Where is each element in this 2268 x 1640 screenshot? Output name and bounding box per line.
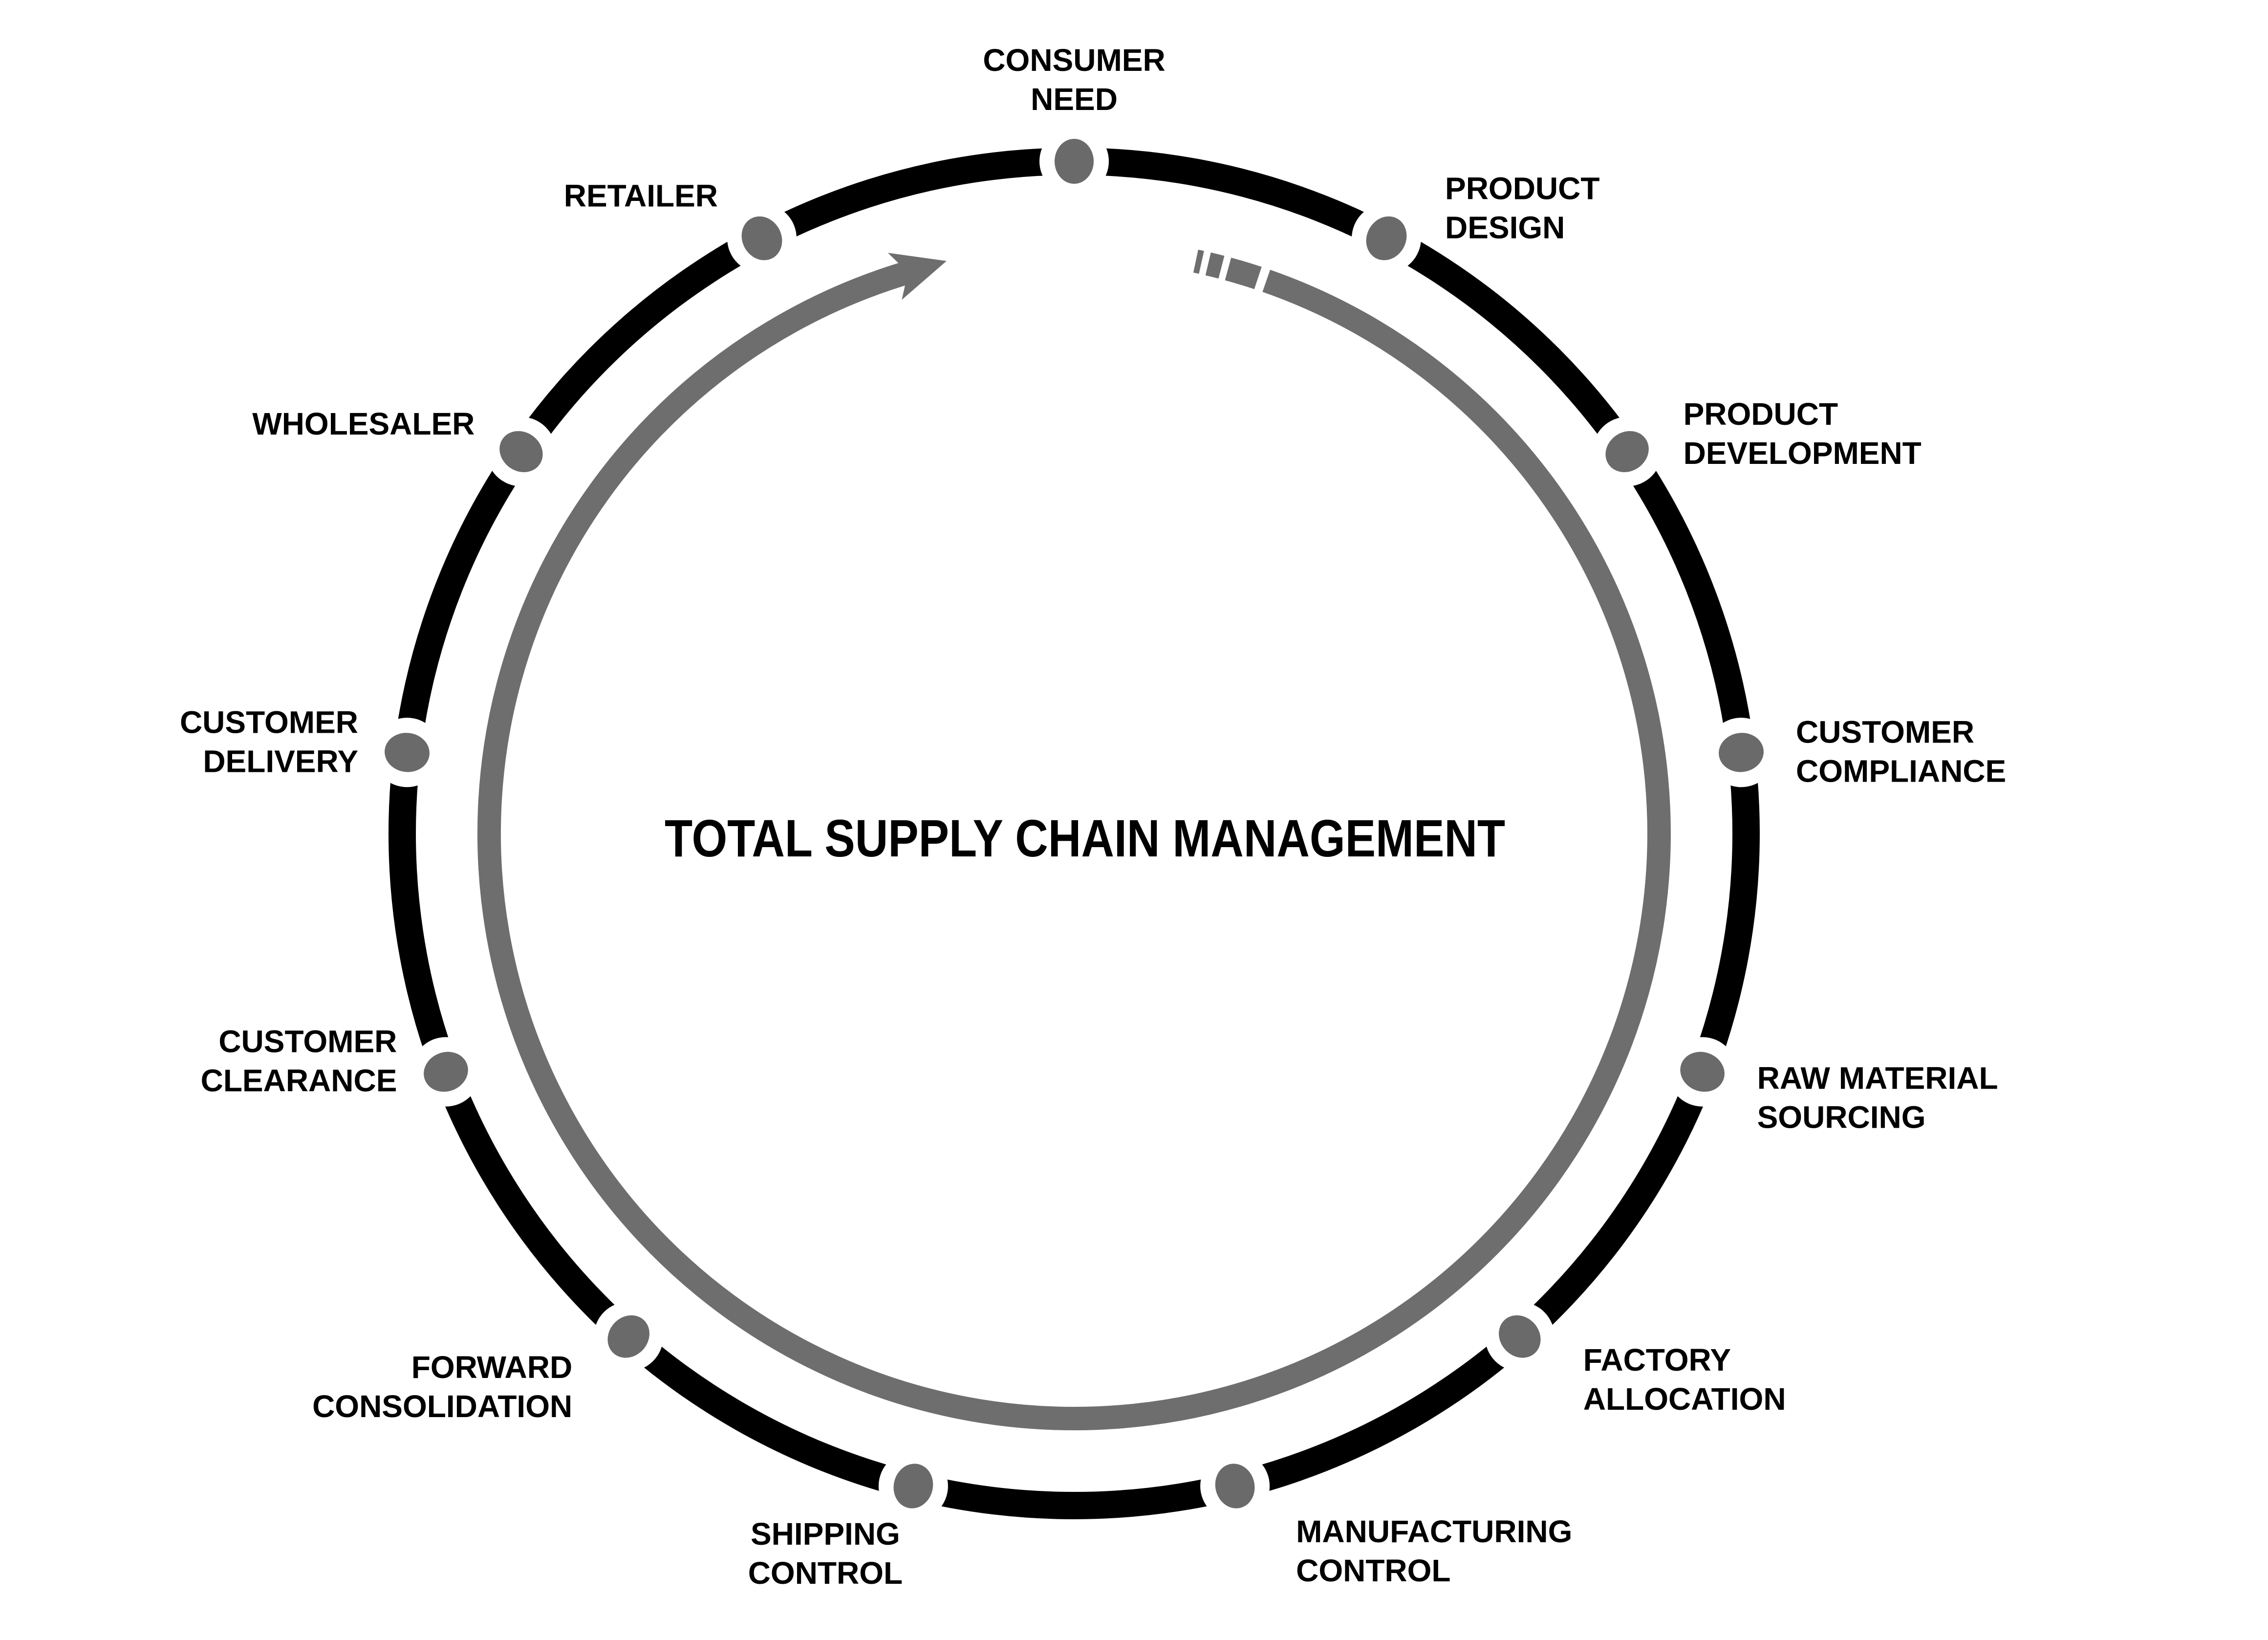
node-dot-raw-material-sourcing [1680,1051,1725,1092]
ring-gap-cutters [372,127,1776,1521]
node-dot-consumer-need [1055,139,1094,184]
node-label-line: PRODUCT [1684,396,1838,432]
node-label-line: CUSTOMER [218,1024,397,1059]
node-label-line: MANUFACTURING [1296,1514,1572,1549]
node-dot-shipping-control [893,1464,933,1509]
node-label-retailer: RETAILER [564,178,718,214]
node-label-line: NEED [1031,82,1118,117]
node-dot-wholesaler [499,431,543,472]
node-label-line: ALLOCATION [1583,1381,1786,1417]
node-label-line: DESIGN [1445,210,1565,245]
node-label-line: RETAILER [564,178,718,214]
diagram-title: TOTAL SUPPLY CHAIN MANAGEMENT [665,809,1505,868]
node-dot-customer-delivery [385,733,430,772]
node-label-product-design: PRODUCT DESIGN [1445,171,1599,245]
node-dot-forward-consolidation [607,1315,649,1358]
node-label-consumer-need: CONSUMER NEED [983,43,1165,117]
node-label-customer-clearance: CUSTOMER CLEARANCE [201,1024,397,1098]
node-label-line: CONSOLIDATION [312,1389,572,1424]
node-dots [385,139,1764,1509]
node-label-line: CONTROL [1296,1553,1450,1588]
node-label-line: SHIPPING [751,1516,900,1552]
node-labels: CONSUMER NEED PRODUCT DESIGN PRODUCT DEVELOPM… [180,43,2006,1591]
node-label-line: COMPLIANCE [1796,753,2006,788]
node-dot-customer-clearance [424,1051,468,1092]
node-label-line: DEVELOPMENT [1684,436,1922,471]
node-label-line: CLEARANCE [201,1063,397,1098]
node-label-line: CONTROL [748,1555,903,1591]
node-label-product-development: PRODUCT DEVELOPMENT [1684,396,1922,471]
node-label-wholesaler: WHOLESALER [252,406,475,441]
node-label-line: CUSTOMER [1796,714,1974,749]
node-dot-manufacturing-control [1215,1464,1255,1509]
node-label-line: CONSUMER [983,43,1165,78]
node-label-raw-material-sourcing: RAW MATERIAL SOURCING [1757,1061,1998,1135]
node-dot-retailer [741,216,782,261]
node-dot-customer-compliance [1719,733,1764,772]
node-label-line: RAW MATERIAL [1757,1061,1998,1096]
node-label-line: PRODUCT [1445,171,1599,206]
node-label-line: CUSTOMER [180,704,358,740]
node-dot-factory-allocation [1499,1315,1541,1358]
node-dot-product-development [1605,431,1649,472]
clockwise-cycle-arrow-icon [477,249,1671,1430]
node-label-line: SOURCING [1757,1100,1926,1135]
node-label-manufacturing-control: MANUFACTURING CONTROL [1296,1514,1572,1588]
node-label-customer-compliance: CUSTOMER COMPLIANCE [1796,714,2006,788]
node-label-line: FACTORY [1583,1342,1731,1378]
node-dot-product-design [1366,216,1407,261]
node-label-forward-consolidation: FORWARD CONSOLIDATION [312,1350,572,1424]
node-label-line: FORWARD [411,1350,572,1385]
node-label-line: WHOLESALER [252,406,475,441]
node-label-line: DELIVERY [203,743,358,779]
